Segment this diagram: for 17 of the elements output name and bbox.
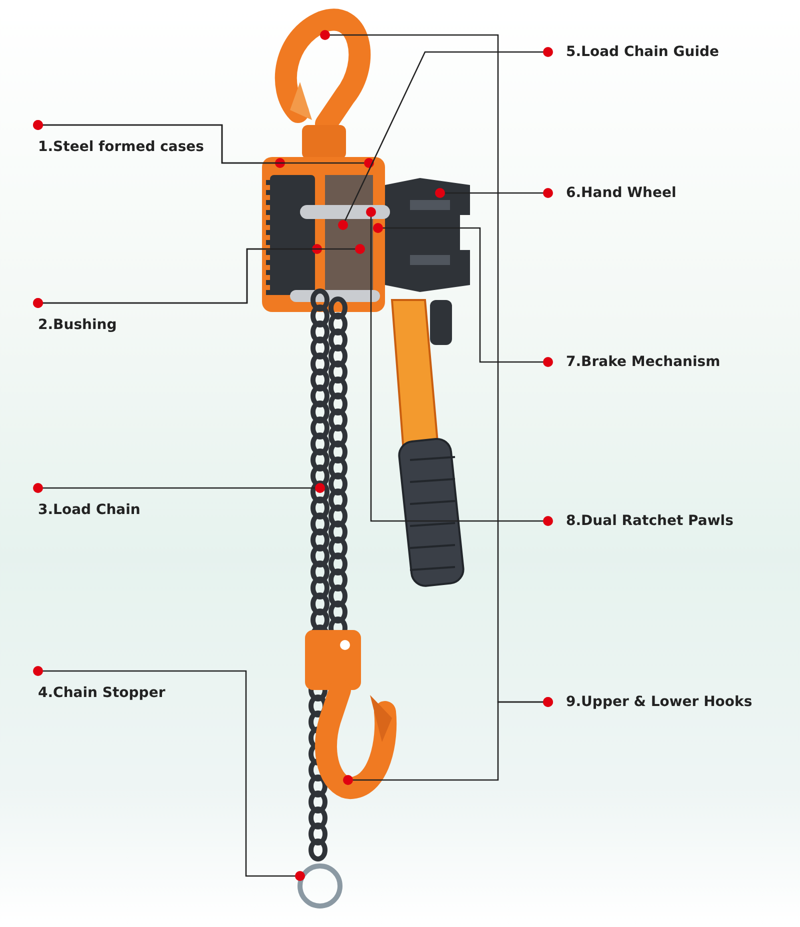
part-label: 5.Load Chain Guide (548, 42, 720, 62)
part-label: 4.Chain Stopper (38, 671, 166, 702)
leader-line (33, 120, 374, 168)
leader-line (435, 188, 553, 198)
leader-line (373, 223, 553, 367)
part-label: 1.Steel formed cases (38, 125, 204, 156)
part-label: 7.Brake Mechanism (548, 352, 720, 372)
part-label: 2.Bushing (38, 303, 117, 334)
leader-line (338, 47, 553, 230)
part-label: 8.Dual Ratchet Pawls (548, 511, 734, 531)
leader-line (33, 483, 325, 493)
part-label: 6.Hand Wheel (548, 183, 676, 203)
leader-line (343, 697, 553, 785)
part-label: 9.Upper & Lower Hooks (548, 692, 752, 712)
leader-line (33, 666, 305, 881)
part-label: 3.Load Chain (38, 488, 140, 519)
leader-line (366, 207, 553, 526)
